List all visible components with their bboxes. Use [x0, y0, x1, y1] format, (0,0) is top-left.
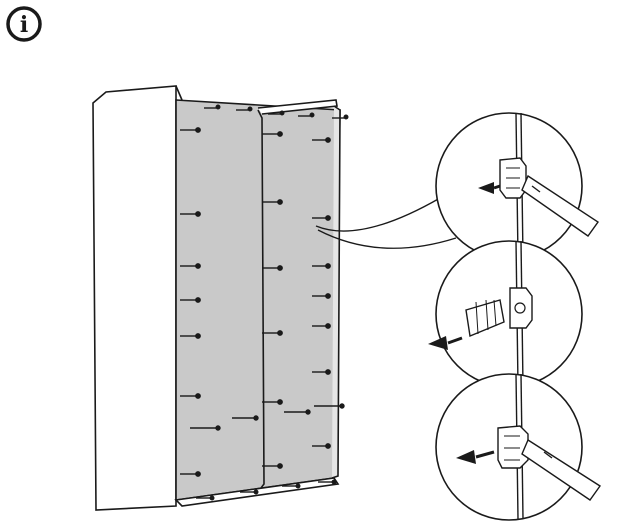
fastener: [262, 399, 283, 405]
remove-fastener-with-screwdriver-icon: [478, 182, 494, 194]
wardrobe-side-panel: [92, 85, 177, 511]
wardrobe-right-edge: [331, 105, 341, 479]
fastener: [204, 104, 221, 110]
info-badge: i: [6, 6, 42, 42]
remove-fastener-housing-with-screwdriver-icon: [456, 450, 476, 464]
fastener: [312, 323, 331, 329]
fastener: [312, 293, 331, 299]
fastener: [236, 106, 253, 112]
fastener: [318, 479, 337, 485]
fastener: [180, 211, 201, 217]
fastener: [190, 425, 221, 431]
detail-circle-step-2: [428, 240, 583, 388]
fastener: [262, 199, 283, 205]
pull-fastener-insert-out-icon: [428, 336, 448, 350]
wardrobe-frame: [92, 85, 341, 511]
info-icon: [6, 6, 42, 42]
fastener: [180, 333, 201, 339]
fastener: [240, 489, 259, 495]
fastener: [312, 215, 331, 221]
fastener: [312, 369, 331, 375]
fastener: [268, 110, 285, 116]
fasteners: [180, 104, 349, 501]
fastener: [262, 330, 283, 336]
fastener: [262, 463, 283, 469]
fastener: [262, 265, 283, 271]
wardrobe-top-rail: [257, 99, 338, 115]
fastener: [180, 297, 201, 303]
fastener: [282, 483, 301, 489]
fastener: [262, 131, 283, 137]
fastener: [180, 263, 201, 269]
fastener: [298, 112, 315, 118]
fastener: [312, 137, 331, 143]
fastener: [314, 403, 345, 409]
fastener: [312, 443, 331, 449]
fastener: [180, 393, 201, 399]
detail-circle-step-1: [435, 112, 599, 260]
callout-lines: [315, 197, 457, 249]
fastener: [232, 415, 259, 421]
fastener: [284, 409, 311, 415]
info-glyph: i: [20, 12, 28, 38]
fastener: [312, 263, 331, 269]
fastener: [196, 495, 215, 501]
fastener: [332, 114, 349, 120]
fastener: [180, 471, 201, 477]
fastener: [180, 127, 201, 133]
detail-circle-step-3: [435, 373, 601, 521]
